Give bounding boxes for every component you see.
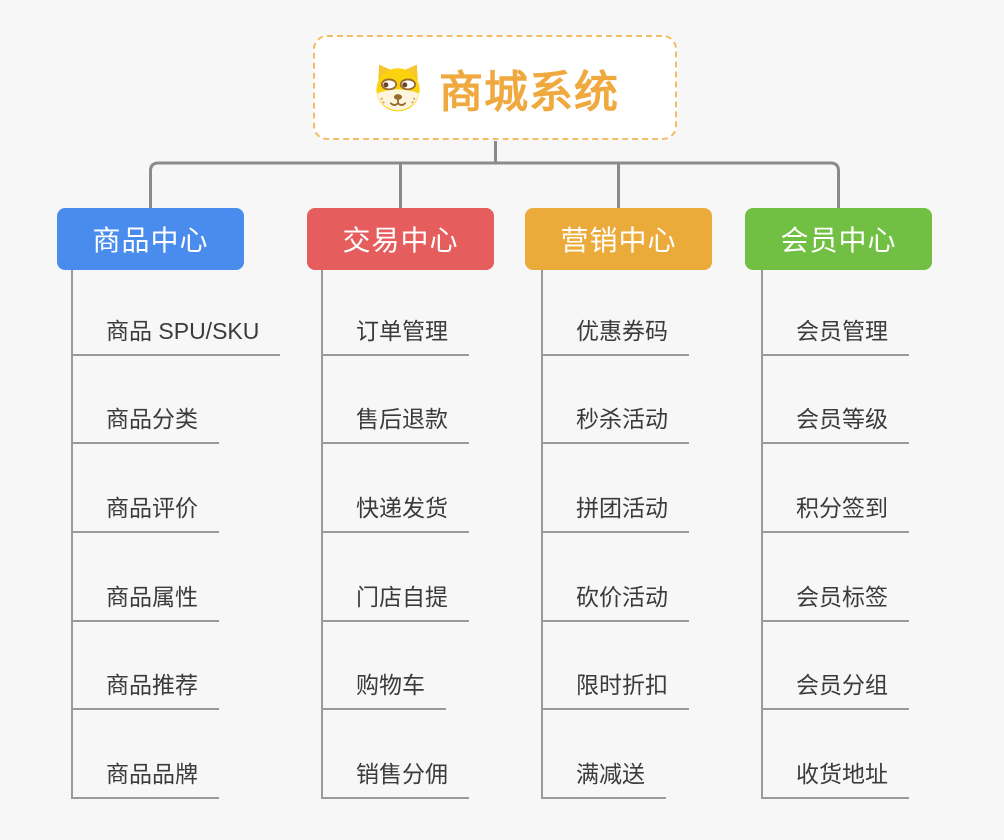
leaf-label[interactable]: 商品 SPU/SKU	[73, 312, 281, 356]
leaf-label[interactable]: 满减送	[543, 755, 666, 799]
leaf-label[interactable]: 会员标签	[763, 578, 909, 622]
leaf-label[interactable]: 会员分组	[763, 666, 909, 711]
root-title: 商城系统	[439, 67, 619, 117]
leaf-label[interactable]: 会员等级	[763, 400, 909, 445]
leaf-node: 商品推荐	[73, 622, 280, 711]
leaf-label[interactable]: 商品分类	[73, 400, 219, 445]
leaf-node: 商品品牌	[73, 710, 280, 799]
leaf-node: 秒杀活动	[543, 356, 689, 445]
leaf-label[interactable]: 限时折扣	[543, 666, 689, 711]
leaf-node: 拼团活动	[543, 444, 689, 533]
leaf-node: 门店自提	[323, 533, 469, 622]
branch-children-marketing: 优惠券码 秒杀活动 拼团活动 砍价活动 限时折扣 满减送	[541, 267, 689, 799]
leaf-node: 砍价活动	[543, 533, 689, 622]
leaf-label[interactable]: 商品属性	[73, 578, 219, 622]
leaf-node: 会员管理	[763, 267, 909, 356]
leaf-label[interactable]: 优惠券码	[543, 312, 689, 356]
root-node[interactable]: 商城系统	[313, 35, 677, 140]
leaf-label[interactable]: 门店自提	[323, 578, 469, 622]
branch-children-member: 会员管理 会员等级 积分签到 会员标签 会员分组 收货地址	[761, 267, 909, 799]
leaf-node: 购物车	[323, 622, 469, 711]
branch-children-trade: 订单管理 售后退款 快递发货 门店自提 购物车 销售分佣	[321, 267, 469, 799]
branch-member-center[interactable]: 会员中心	[745, 208, 932, 270]
leaf-node: 限时折扣	[543, 622, 689, 711]
branch-children-product: 商品 SPU/SKU 商品分类 商品评价 商品属性 商品推荐 商品品牌	[71, 267, 281, 799]
leaf-node: 积分签到	[763, 444, 909, 533]
leaf-node: 会员标签	[763, 533, 909, 622]
leaf-label[interactable]: 砍价活动	[543, 578, 689, 622]
leaf-label[interactable]: 拼团活动	[543, 489, 689, 533]
leaf-label[interactable]: 积分签到	[763, 489, 909, 533]
leaf-label[interactable]: 商品推荐	[73, 666, 219, 711]
branch-product-center[interactable]: 商品中心	[57, 208, 244, 270]
leaf-node: 商品分类	[73, 356, 280, 445]
leaf-node: 订单管理	[323, 267, 469, 356]
leaf-label[interactable]: 会员管理	[763, 312, 909, 356]
leaf-label[interactable]: 秒杀活动	[543, 400, 689, 445]
branch-trade-center[interactable]: 交易中心	[307, 208, 494, 270]
leaf-node: 优惠券码	[543, 267, 689, 356]
leaf-node: 售后退款	[323, 356, 469, 445]
leaf-label[interactable]: 售后退款	[323, 400, 469, 445]
leaf-label[interactable]: 商品评价	[73, 489, 219, 533]
leaf-node: 会员等级	[763, 356, 909, 445]
dog-face-icon	[371, 61, 425, 115]
leaf-label[interactable]: 销售分佣	[323, 755, 469, 799]
leaf-node: 会员分组	[763, 622, 909, 711]
leaf-node: 商品属性	[73, 533, 280, 622]
leaf-node: 销售分佣	[323, 710, 469, 799]
leaf-node: 满减送	[543, 710, 689, 799]
branch-marketing-center[interactable]: 营销中心	[525, 208, 712, 270]
leaf-label[interactable]: 订单管理	[323, 312, 469, 356]
leaf-node: 收货地址	[763, 710, 909, 799]
leaf-node: 快递发货	[323, 444, 469, 533]
leaf-label[interactable]: 商品品牌	[73, 755, 219, 799]
leaf-label[interactable]: 快递发货	[323, 489, 469, 533]
leaf-node: 商品 SPU/SKU	[73, 267, 281, 356]
leaf-label[interactable]: 购物车	[323, 666, 446, 711]
leaf-label[interactable]: 收货地址	[763, 755, 909, 799]
leaf-node: 商品评价	[73, 444, 280, 533]
